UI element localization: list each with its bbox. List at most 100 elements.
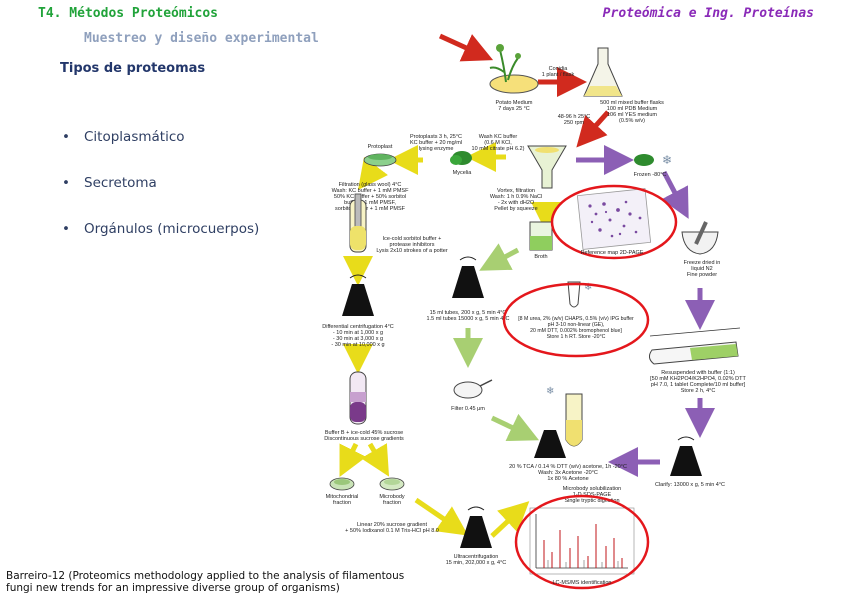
label-incubation-2: 250 rpm — [564, 120, 585, 126]
citation-line-2: fungi new trends for an impressive diver… — [6, 582, 340, 594]
culture-flask — [583, 47, 623, 97]
label-flask-medium: 500 ml mixed buffer flasks — [600, 100, 664, 106]
label-sucrose: Buffer B + ice-cold 45% sucrose — [325, 430, 403, 436]
potter-tube — [349, 193, 367, 253]
arrow-yellow-6 — [339, 442, 367, 477]
label-microbody: Microbody solubilization — [563, 486, 621, 492]
green-arrows — [453, 243, 540, 441]
label-filtration-wash-3: 50% KC buffer + 50% sorbitol — [334, 194, 406, 200]
label-vortex-filtration: Vortex, filtration — [497, 188, 535, 194]
sucrose-gradient-tube — [349, 371, 367, 425]
highlight-circle-ms — [514, 494, 650, 590]
label-wash: Wash KC buffer — [479, 134, 518, 140]
label-conidia: Conidia — [549, 66, 569, 72]
label-protoplasts: Protoplasts 3 h, 25°C — [410, 134, 462, 140]
label-iso-buffer-3: 20 mM DTT, 0.002% bromophenol blue] — [530, 328, 622, 334]
source-citation: Barreiro-12 (Proteomics methodology appl… — [6, 570, 404, 594]
label-frozen: Frozen -80°C — [634, 172, 667, 178]
yellow-arrows — [339, 142, 561, 538]
label-flask-medium-2: 100 ml PDB Medium — [607, 106, 658, 112]
label-ultra: Ultracentrifugation — [454, 554, 499, 560]
tca-tube: ❄ — [546, 386, 583, 447]
2d-gel-image — [576, 188, 652, 250]
citation-line-1: Barreiro-12 (Proteomics methodology appl… — [6, 570, 405, 582]
label-diff-cent-4: - 30 min at 10,000 x g — [331, 342, 384, 348]
ms-spectrum-image — [529, 507, 635, 575]
centrifuge-bottle-4 — [670, 436, 702, 476]
label-flask-medium-3: 106 ml YES medium — [607, 112, 657, 118]
mycelia-blob — [450, 151, 472, 165]
filtration-funnel — [527, 145, 567, 189]
label-sucrose-2: Discontinuous sucrose gradients — [324, 436, 404, 442]
proteome-type-list: Citoplasmático Secretoma Orgánulos (micr… — [62, 129, 259, 267]
label-lcms: LC-MS/MS identification — [553, 580, 612, 586]
mitochondrial-dish — [329, 477, 355, 491]
snowflake-icon: ❄ — [662, 153, 672, 167]
label-flask-medium-4: (0.5% w/v) — [619, 118, 645, 124]
label-grind-3: pH 7.0, 1 tablet Complete/10 ml buffer] — [651, 382, 746, 388]
label-ultra-2: 15 min, 202,000 x g, 4°C — [446, 560, 507, 566]
potato-medium-dish — [489, 44, 539, 94]
protoplast-dish — [363, 153, 397, 167]
label-vortex-filtration-4: Pellet by squeeze — [494, 206, 537, 212]
purple-arrows — [576, 145, 715, 477]
arrow-yellow-8 — [414, 497, 469, 536]
arrow-red-1 — [438, 33, 494, 62]
snowflake-icon: ❄ — [584, 282, 592, 293]
label-gradient-2: + 50% Iodixanol 0.1 M Tris-HCl pH 8.0 — [345, 528, 439, 534]
microbody-dish — [379, 477, 405, 491]
section-heading: Tipos de proteomas — [60, 61, 206, 76]
label-potato-medium-2: 7 days 25 °C — [498, 106, 530, 112]
label-microbody-3: Single tryptic digestion — [564, 498, 619, 504]
label-mito-fraction-2: fraction — [333, 500, 351, 506]
label-filtration-wash: Filtration (glass wool) 4°C — [339, 182, 402, 188]
label-mycelia: Mycelia — [453, 170, 473, 176]
label-microbody-2: 1-D SDS-PAGE — [573, 492, 612, 498]
label-protoplasts-2: KC buffer + 20 mg/ml — [410, 140, 462, 146]
bullet-item-cytoplasmic: Citoplasmático — [62, 129, 259, 175]
frozen-sample: ❄ — [634, 153, 672, 167]
arrow-green-1 — [479, 243, 520, 271]
label-vortex-filtration-2: Wash: 1 h 0.9% NaCl — [490, 194, 542, 200]
arrow-red-3 — [576, 110, 610, 148]
label-diff-cent: Differential centrifugation 4°C — [322, 324, 394, 330]
label-micro-fraction: Microbody — [379, 494, 405, 500]
label-centrifuge-tubes-2: 1.5 ml tubes 15000 x g, 5 min 4°C — [427, 316, 510, 322]
label-micro-fraction-2: fraction — [383, 500, 401, 506]
extract-tube — [648, 327, 741, 365]
label-tca-2: Wash: 3x Acetone -20°C — [538, 470, 598, 476]
slide-subtitle: Muestreo y diseño experimental — [84, 31, 319, 46]
label-centrifuge-tubes: 15 ml tubes, 200 x g, 5 min 4°C — [430, 310, 507, 316]
label-clarify: Clarify: 13000 x g, 5 min 4°C — [655, 482, 725, 488]
highlight-circle-buffer — [502, 282, 650, 358]
centrifuge-bottle-1 — [452, 256, 484, 298]
red-arrows — [438, 33, 610, 148]
label-iso-buffer: [8 M urea, 2% (w/v) CHAPS, 0.5% (v/v) IP… — [518, 316, 634, 322]
label-iso-buffer-2: pH 3-10 non-linear (GE), — [548, 322, 605, 328]
label-tca: 20 % TCA / 0.14 % DTT (w/v) acetone, 1h … — [509, 464, 627, 470]
label-conidia-2: 1 plant / flask — [542, 72, 575, 78]
centrifuge-bottle-2 — [342, 274, 374, 316]
bullet-item-secretome: Secretoma — [62, 175, 259, 221]
label-filtration-wash-4: buffer + 1 mM PMSF, — [344, 200, 396, 206]
label-potato-medium: Potato Medium — [496, 100, 533, 106]
label-grind-4: Store 2 h, 4°C — [681, 388, 716, 394]
label-fine-powder: Freeze dried in — [684, 260, 721, 266]
label-mito-fraction: Mitochondrial — [326, 494, 359, 500]
mortar-pestle-icon — [681, 221, 719, 255]
arrow-purple-2 — [661, 170, 689, 219]
petri-dish-base — [489, 74, 539, 94]
label-lysis-3: Lysis 2x10 strokes of a potter — [376, 248, 447, 254]
label-vortex-filtration-3: - 2x with dH2O — [498, 200, 535, 206]
label-broth: Broth — [534, 254, 547, 260]
label-grind: Resuspended with buffer (1:1) — [661, 370, 735, 376]
centrifuge-bottle-3 — [534, 430, 566, 458]
broth-beaker — [529, 221, 553, 251]
fungus-spore-icon — [515, 53, 521, 59]
label-diff-cent-2: - 10 min at 1,000 x g — [333, 330, 383, 336]
bullet-item-organelles: Orgánulos (microcuerpos) — [62, 221, 259, 267]
label-gel-2d: Reference map 2D-PAGE — [581, 250, 644, 256]
label-lysis: Ice-cold sorbitol buffer + — [383, 236, 442, 242]
course-title: T4. Métodos Proteómicos — [38, 6, 219, 21]
ief-tube-icon: ❄ — [567, 281, 592, 308]
